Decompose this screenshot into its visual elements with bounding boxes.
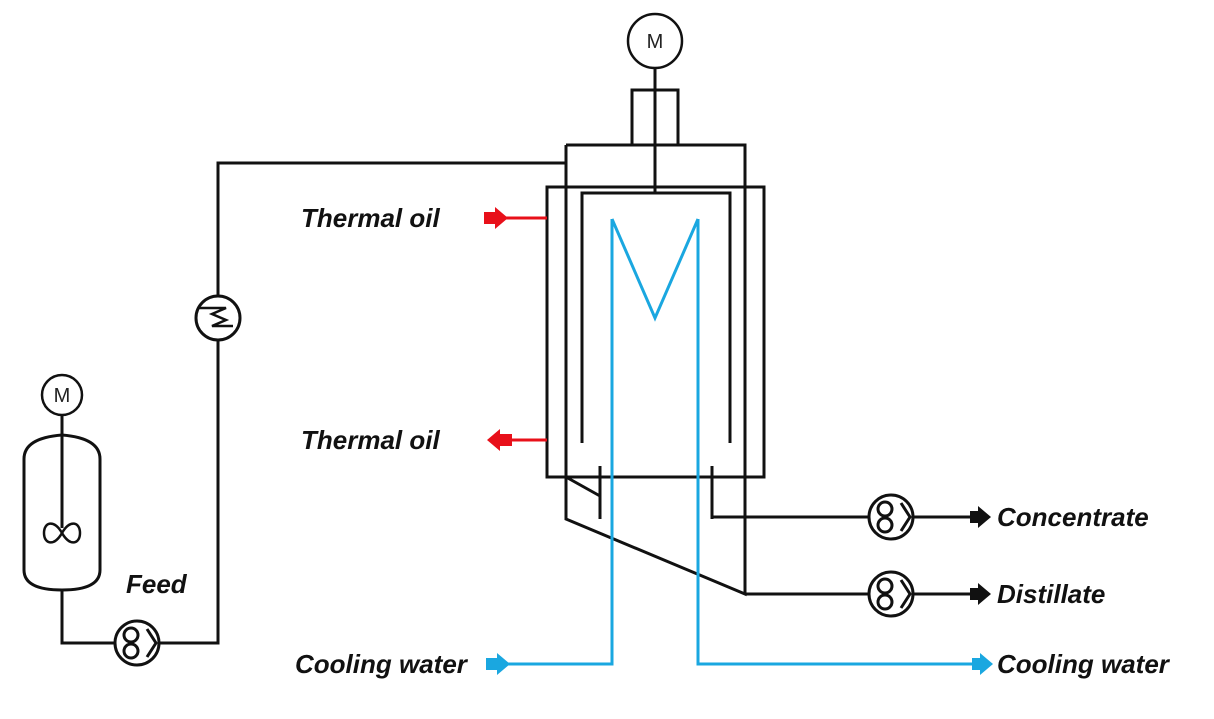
impeller-icon: [42, 522, 82, 544]
thermal-oil-out-label: Thermal oil: [301, 425, 440, 455]
cooling-water-out-label: Cooling water: [997, 649, 1171, 679]
distillate-label: Distillate: [997, 579, 1105, 609]
cooling-water-out-arrow-icon: [972, 653, 993, 675]
feed-label: Feed: [126, 569, 188, 599]
top-motor-label: M: [647, 31, 664, 53]
thermal-oil-in-label: Thermal oil: [301, 203, 440, 233]
evaporator: [545, 60, 766, 597]
concentrate-arrow-icon: [970, 506, 991, 528]
top-motor: M: [626, 12, 684, 70]
distillate-arrow-icon: [970, 583, 991, 605]
feed-pump-icon: [113, 619, 161, 667]
cooling-water-inlet-line: [498, 219, 614, 666]
feed-tank: [22, 414, 102, 592]
internal-condenser: [610, 218, 700, 322]
distillate-pump-icon: [867, 570, 915, 618]
thermal-oil-in-arrow-icon: [484, 207, 508, 229]
feed-line-to-evaporator: [160, 340, 220, 645]
cooling-water-in-arrow-icon: [486, 653, 510, 675]
heat-exchanger-icon: [194, 294, 242, 342]
concentrate-pump-icon: [867, 493, 915, 541]
concentrate-label: Concentrate: [997, 502, 1149, 532]
cooling-water-in-label: Cooling water: [295, 649, 469, 679]
feed-line: [60, 590, 115, 645]
feed-tank-motor: M: [40, 373, 84, 417]
cooling-water-outlet-line: [696, 219, 975, 666]
feed-tank-motor-label: M: [54, 385, 71, 407]
thermal-oil-out-arrow-icon: [487, 429, 512, 451]
feed-line-upper: [216, 161, 566, 296]
